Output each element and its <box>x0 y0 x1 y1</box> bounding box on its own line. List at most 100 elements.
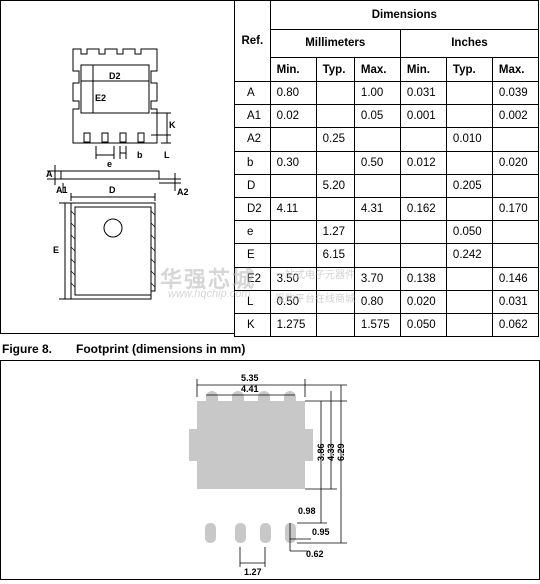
cell-in-min <box>399 220 447 245</box>
pin1-marker <box>103 218 123 238</box>
cell-in-min <box>399 173 447 198</box>
cell-ref: K <box>234 312 271 338</box>
side-view-body <box>60 170 160 180</box>
cell-in-typ <box>445 312 493 338</box>
cell-mm-max: 0.50 <box>353 150 401 175</box>
label-e-big: E <box>53 245 59 255</box>
sub-header-typ: Typ. <box>445 57 493 82</box>
label-b: b <box>137 150 143 160</box>
figure-number: Figure 8. <box>2 342 53 356</box>
cell-in-min <box>399 243 447 268</box>
cell-mm-max: 0.80 <box>353 289 401 314</box>
watermark-brand: 华强芯城 <box>160 267 257 292</box>
dim-0-62: 0.62 <box>306 549 324 559</box>
cell-ref: D2 <box>234 196 271 222</box>
label-a2: A2 <box>177 187 189 197</box>
cell-mm-typ <box>315 312 355 338</box>
sub-header-min: Min. <box>399 57 447 82</box>
cell-mm-typ: 6.15 <box>315 243 355 268</box>
cell-mm-typ <box>315 104 355 129</box>
exposed-pad-outline <box>80 64 150 114</box>
cell-mm-min: 0.50 <box>269 289 317 314</box>
dim-4-41: 4.41 <box>241 384 259 394</box>
cell-mm-min: 1.275 <box>269 312 317 338</box>
dim-5-35: 5.35 <box>241 373 259 383</box>
cell-in-max <box>491 127 540 152</box>
footprint-lead-pad <box>235 523 246 543</box>
cell-mm-typ <box>315 150 355 175</box>
cell-ref: A <box>234 80 271 106</box>
cell-in-typ: 0.205 <box>445 173 493 198</box>
cell-in-typ <box>445 104 493 129</box>
cell-mm-min <box>269 220 317 245</box>
cell-mm-max: 1.575 <box>353 312 401 338</box>
cell-in-min: 0.162 <box>399 196 447 222</box>
dim-1-27: 1.27 <box>244 567 262 577</box>
cell-mm-max: 4.31 <box>353 196 401 222</box>
cell-in-max: 0.039 <box>491 80 540 106</box>
cell-in-max: 0.170 <box>491 196 540 222</box>
cell-mm-min <box>269 243 317 268</box>
footprint-drawing: 5.35 4.41 3.86 4.33 6.29 0.98 0.95 0.62 … <box>189 373 347 577</box>
header-millimeters: Millimeters <box>269 28 401 59</box>
dim-4-33: 4.33 <box>326 443 336 461</box>
cell-in-max: 0.062 <box>491 312 540 338</box>
cell-mm-min: 0.30 <box>269 150 317 175</box>
sub-header-max: Max. <box>491 57 540 82</box>
figure-caption: Figure 8.Footprint (dimensions in mm) <box>2 342 245 356</box>
footprint-pads <box>189 391 313 543</box>
cell-in-typ <box>445 80 493 106</box>
watermark-url: www.hqchip.com <box>168 288 251 300</box>
cell-ref: e <box>234 220 271 245</box>
label-e2: E2 <box>95 93 106 103</box>
label-l: L <box>164 150 170 160</box>
cell-mm-max: 1.00 <box>353 80 401 106</box>
bottom-lead <box>83 132 91 143</box>
sub-header-min: Min. <box>269 57 317 82</box>
cell-in-typ <box>445 289 493 314</box>
cell-in-typ <box>445 196 493 222</box>
footprint-lead-pad <box>285 523 296 543</box>
label-a1: A1 <box>56 185 68 195</box>
cell-ref: b <box>234 150 271 175</box>
label-d: D <box>109 185 116 195</box>
label-k: K <box>169 120 176 130</box>
cell-in-typ <box>445 150 493 175</box>
cell-mm-max <box>353 173 401 198</box>
cell-in-min: 0.001 <box>399 104 447 129</box>
package-drawing-panel: D2 E2 K e b L A A1 D A2 E <box>0 0 235 334</box>
cell-ref: D <box>234 173 271 198</box>
label-a: A <box>46 169 53 179</box>
cell-mm-max <box>353 243 401 268</box>
cell-ref: E <box>234 243 271 268</box>
bottom-lead <box>101 132 109 143</box>
label-e: e <box>107 159 112 169</box>
cell-in-min: 0.138 <box>399 266 447 291</box>
top-view-inner <box>74 206 152 296</box>
cell-mm-max <box>353 127 401 152</box>
cell-in-max <box>491 243 540 268</box>
cell-ref: A2 <box>234 127 271 152</box>
top-view-body <box>72 48 158 144</box>
cell-in-max <box>491 173 540 198</box>
cell-mm-min <box>269 127 317 152</box>
cell-mm-min: 3.50 <box>269 266 317 291</box>
cell-mm-max <box>353 220 401 245</box>
bottom-lead <box>137 132 145 143</box>
cell-in-min: 0.031 <box>399 80 447 106</box>
cell-in-max: 0.146 <box>491 266 540 291</box>
header-ref: Ref. <box>234 0 271 82</box>
dim-6-29: 6.29 <box>336 443 346 461</box>
cell-mm-typ <box>315 196 355 222</box>
header-dimensions: Dimensions <box>269 0 540 30</box>
cell-in-typ: 0.010 <box>445 127 493 152</box>
